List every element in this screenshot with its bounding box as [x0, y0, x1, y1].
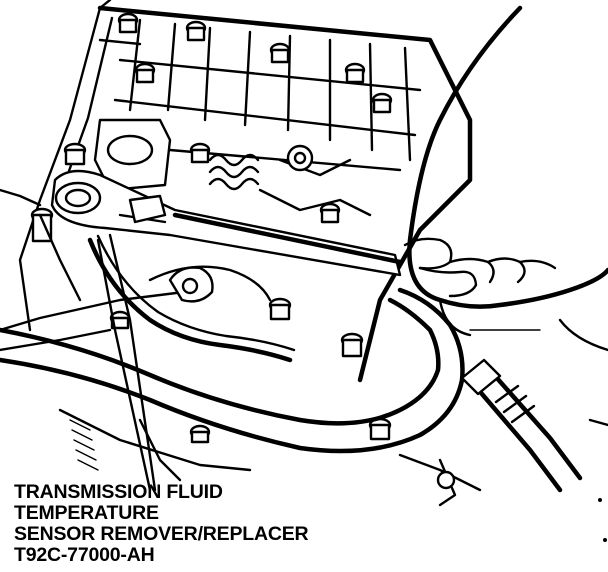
caption-line-4: T92C-77000-AH	[14, 544, 155, 566]
callout-leader	[96, 233, 157, 492]
wiring-harness	[87, 234, 296, 363]
right-edge-detail	[588, 418, 608, 542]
cooler-line-fitting	[436, 358, 583, 507]
case-knurl-detail	[69, 418, 182, 482]
caption-line-1: TRANSMISSION FLUID	[14, 481, 223, 503]
valve-body-bolts	[30, 12, 393, 444]
caption-line-2: TEMPERATURE	[14, 502, 159, 524]
caption-line-3: SENSOR REMOVER/REPLACER	[14, 523, 309, 545]
technician-hand	[403, 5, 608, 352]
solenoid-housing	[38, 118, 172, 302]
callout-caption: TRANSMISSION FLUID TEMPERATURE SENSOR RE…	[14, 482, 354, 566]
oil-pan-rail	[0, 287, 482, 492]
sensor-remover-replacer-tool	[50, 169, 403, 277]
valve-springs	[208, 144, 372, 217]
